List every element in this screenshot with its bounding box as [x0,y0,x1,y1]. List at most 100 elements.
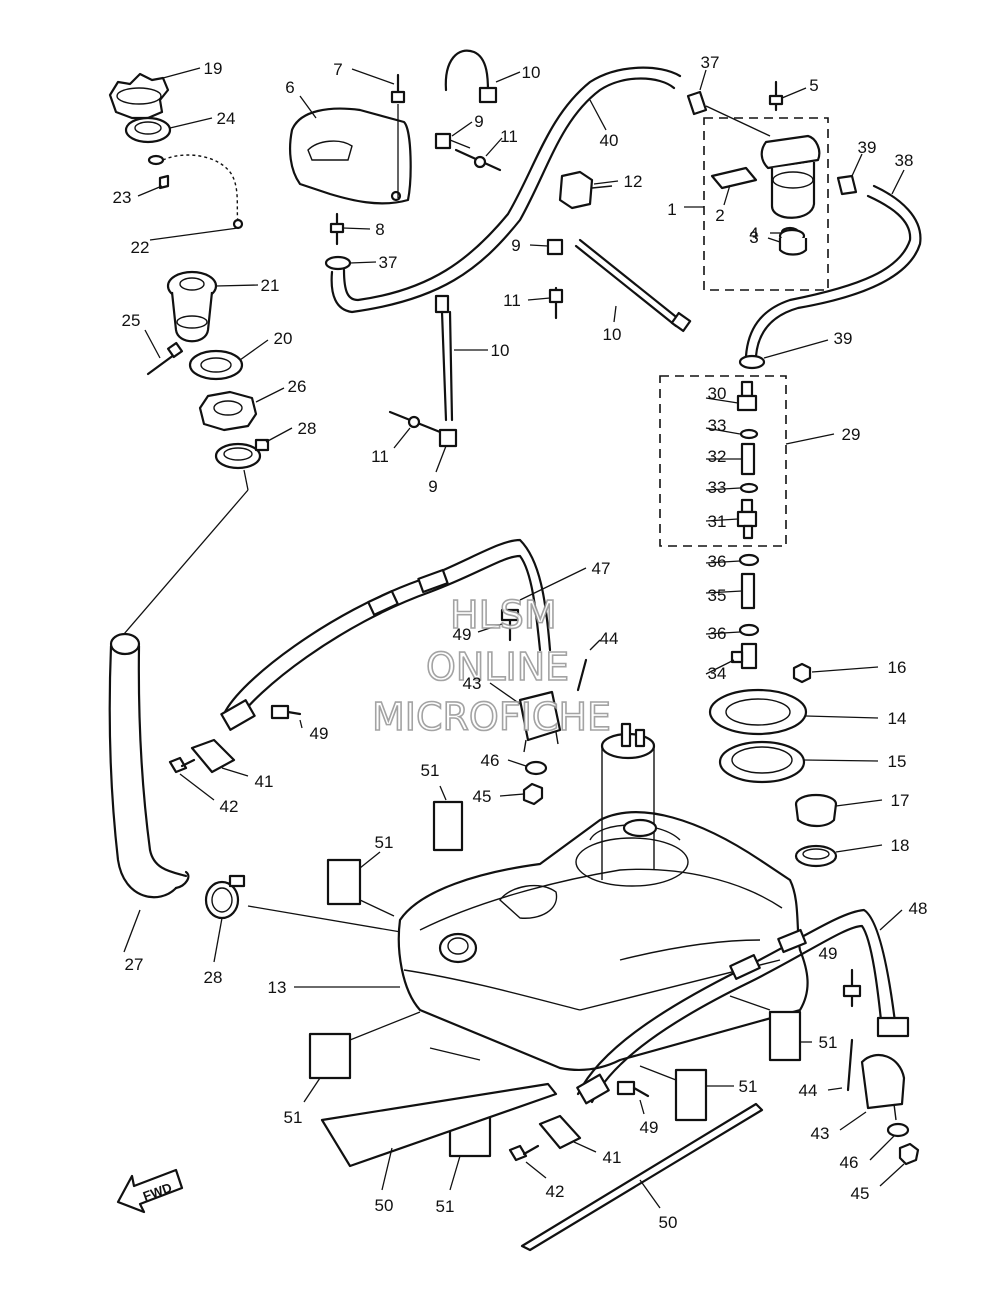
clip-33-a [705,427,759,440]
part-label-16: 16 [888,658,907,677]
part-label-43: 43 [811,1124,830,1143]
fuel-filter-body [705,105,821,219]
forward-direction-arrow: FWD [116,1168,184,1214]
part-label-31: 31 [708,512,727,531]
part-label-48: 48 [909,899,928,918]
part-label-51: 51 [436,1197,455,1216]
holder-9-mid [529,238,564,256]
part-label-7: 7 [333,60,342,79]
fitting-31 [705,498,758,540]
electrical-box-cover [289,95,412,205]
clip-33-b [705,482,759,494]
part-label-20: 20 [274,329,293,348]
filler-nut [198,387,285,432]
hose-clip-39-top [836,153,863,196]
part-label-34: 34 [708,664,727,683]
part-label-51: 51 [421,761,440,780]
pad-51-d [729,995,812,1062]
part-label-13: 13 [268,978,287,997]
part-label-49: 49 [310,724,329,743]
pad-strip-50-left [320,1047,558,1191]
part-label-24: 24 [217,109,236,128]
tank-strap-left [220,538,587,731]
hose-clip-39-mid [738,339,829,370]
bracket-41-bottom [538,1114,597,1153]
pad-51-c [303,1011,421,1103]
stud-44-right [827,1038,854,1092]
part-label-9: 9 [428,477,437,496]
bolt-49-bottom [616,1080,650,1115]
part-label-51: 51 [739,1077,758,1096]
part-label-10: 10 [491,341,510,360]
cable-tie-top [444,49,521,104]
pad-strip-50-right [520,1102,764,1252]
clip-11-top [454,137,503,172]
part-label-33: 33 [708,416,727,435]
part-label-11: 11 [500,127,518,146]
part-label-18: 18 [891,836,910,855]
part-label-51: 51 [375,833,394,852]
tank-strap-right [576,908,910,1105]
part-label-43: 43 [463,674,482,693]
nut-45-right [879,1142,920,1187]
part-label-28: 28 [204,968,223,987]
part-label-15: 15 [888,752,907,771]
tee-fitting-34 [705,642,758,675]
part-label-17: 17 [891,791,910,810]
pad-51-e [639,1065,734,1122]
part-label-45: 45 [851,1184,870,1203]
part-label-10: 10 [522,63,541,82]
part-label-51: 51 [819,1033,838,1052]
part-label-39: 39 [858,138,877,157]
part-label-5: 5 [809,76,818,95]
part-label-14: 14 [888,709,907,728]
fuel-filler-cap [108,67,201,120]
part-label-45: 45 [473,787,492,806]
holder-9-top [434,121,473,150]
filler-cap-seal-ring [124,116,213,144]
fuel-hose-38 [744,169,922,358]
bolt-7 [351,68,406,198]
filter-bracket [710,166,758,206]
bracket-12 [558,170,619,210]
part-label-11: 11 [371,447,389,466]
pad-51-a [432,785,464,852]
part-label-46: 46 [481,751,500,770]
part-label-2: 2 [715,206,724,225]
part-label-23: 23 [113,188,132,207]
part-label-39: 39 [834,329,853,348]
part-label-26: 26 [288,377,307,396]
svg-text:ONLINE: ONLINE [426,645,569,689]
hose-35 [705,572,756,610]
part-label-47: 47 [592,559,611,578]
filler-gasket [188,339,269,381]
part-label-49: 49 [453,625,472,644]
part-label-36: 36 [708,624,727,643]
stud-44-top [576,639,601,692]
part-label-35: 35 [708,586,727,605]
nut-45-left [499,782,544,806]
bolt-49-top [477,608,520,642]
part-label-40: 40 [600,131,619,150]
part-label-44: 44 [799,1081,818,1100]
clamp-18 [794,844,883,868]
nut-16 [792,662,879,684]
hose-32 [706,442,756,476]
part-label-25: 25 [122,311,141,330]
part-label-50: 50 [659,1213,678,1232]
part-label-11: 11 [503,291,521,310]
part-label-49: 49 [819,944,838,963]
part-label-36: 36 [708,552,727,571]
part-label-30: 30 [708,384,727,403]
hose-clamp-upper [214,427,293,491]
part-label-41: 41 [255,772,274,791]
part-label-9: 9 [474,112,483,131]
hose-clip-37-right [686,69,708,116]
watermark: HLSM ONLINE MICROFICHE [371,592,612,740]
bolt-49-right [842,968,862,1008]
part-label-3: 3 [749,228,758,247]
part-label-41: 41 [603,1148,622,1167]
part-label-9: 9 [511,236,520,255]
